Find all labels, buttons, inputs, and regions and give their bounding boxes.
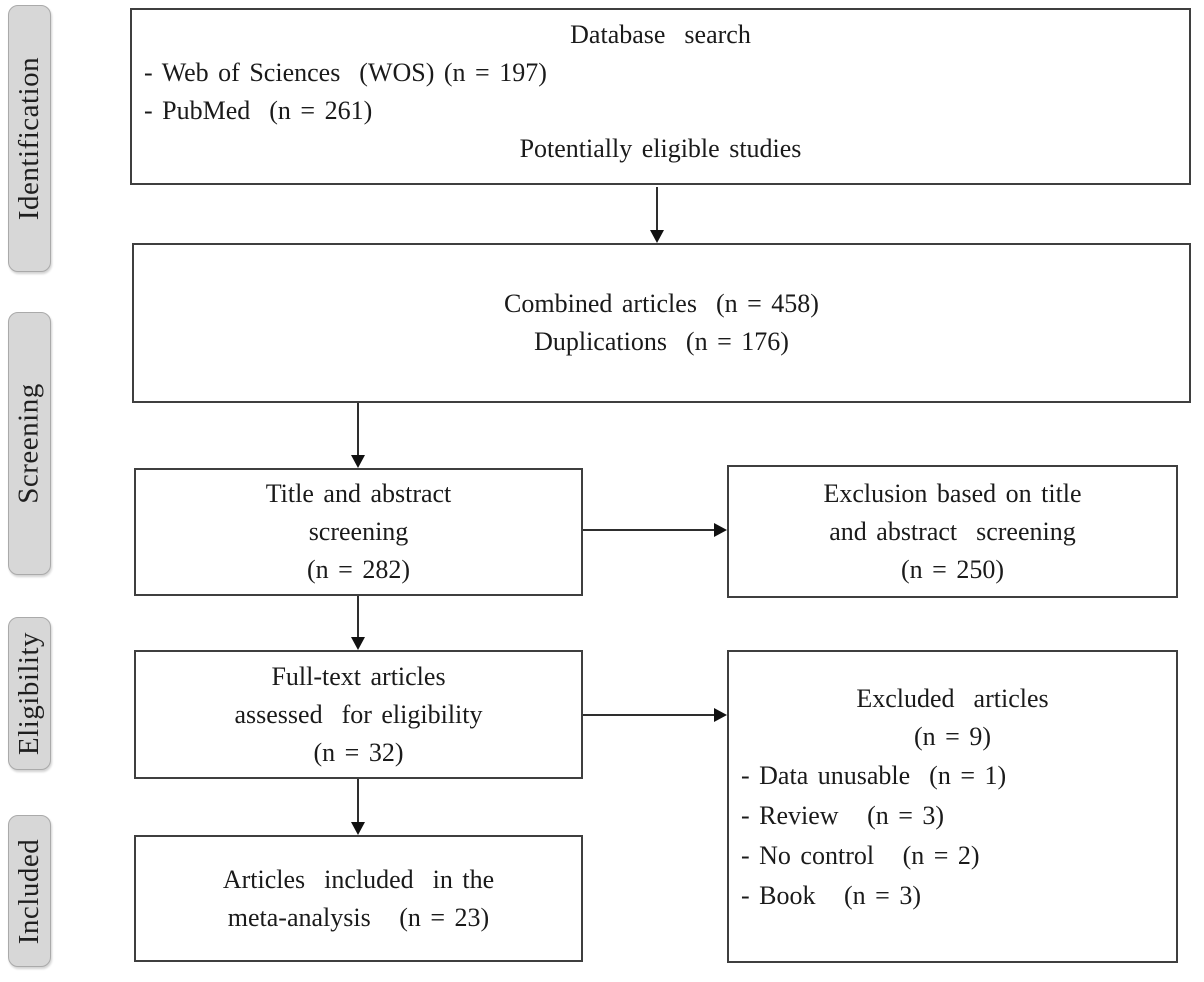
excluded-item-data-unusable: - Data unusable (n = 1)	[741, 761, 1007, 790]
excluded-item-review: - Review (n = 3)	[741, 801, 945, 830]
flow-line-combined-to-screening	[357, 403, 359, 455]
flow-arrowhead-fulltext-to-included	[351, 822, 365, 835]
stage-pill-identification: Identification	[8, 5, 51, 272]
database-search-footer: Potentially eligible studies	[519, 134, 802, 163]
title-abstract-count: (n = 282)	[307, 555, 410, 584]
fulltext-line-1: Full-text articles	[271, 661, 446, 691]
box-included-meta-analysis: Articles included in the meta-analysis (…	[134, 835, 583, 962]
box-excluded-articles: Excluded articles (n = 9) - Data unusabl…	[727, 650, 1178, 963]
flow-arrowhead-screening-to-fulltext	[351, 637, 365, 650]
stage-label-included: Included	[13, 838, 45, 944]
flow-line-fulltext-to-included	[357, 779, 359, 822]
stage-pill-screening: Screening	[8, 312, 51, 575]
included-line-1: Articles included in the	[222, 864, 495, 894]
flow-arrowhead-screening-to-exclusion	[714, 523, 727, 537]
flow-arrowhead-combined-to-screening	[351, 455, 365, 468]
exclusion-count: (n = 250)	[901, 554, 1004, 584]
box-fulltext-eligibility: Full-text articles assessed for eligibil…	[134, 650, 583, 779]
flow-line-screening-to-fulltext	[357, 596, 359, 637]
database-search-title: Database search	[570, 20, 751, 49]
stage-pill-included: Included	[8, 815, 51, 967]
stage-pill-eligibility: Eligibility	[8, 617, 51, 770]
title-abstract-line-2: screening	[308, 517, 409, 546]
included-line-2: meta-analysis (n = 23)	[227, 902, 490, 932]
fulltext-count: (n = 32)	[313, 737, 404, 767]
exclusion-line-2: and abstract screening	[829, 516, 1076, 546]
stage-label-eligibility: Eligibility	[13, 631, 45, 756]
box-combined-articles: Combined articles (n = 458) Duplications…	[132, 243, 1191, 403]
duplications-line: Duplications (n = 176)	[534, 327, 789, 356]
database-search-item-pubmed: - PubMed (n = 261)	[144, 96, 373, 125]
excluded-articles-title: Excluded articles	[856, 684, 1049, 713]
excluded-item-book: - Book (n = 3)	[741, 881, 921, 910]
flow-arrowhead-identification-to-combined	[650, 230, 664, 243]
box-database-search: Database search - Web of Sciences (WOS) …	[130, 8, 1191, 185]
flow-line-identification-to-combined	[656, 187, 658, 231]
flow-line-fulltext-to-excluded	[583, 714, 715, 716]
exclusion-line-1: Exclusion based on title	[823, 478, 1082, 508]
database-search-item-wos: - Web of Sciences (WOS) (n = 197)	[144, 58, 547, 87]
fulltext-line-2: assessed for eligibility	[234, 699, 483, 729]
excluded-item-no-control: - No control (n = 2)	[741, 841, 980, 870]
stage-label-screening: Screening	[13, 383, 45, 504]
flow-arrowhead-fulltext-to-excluded	[714, 708, 727, 722]
combined-articles-line: Combined articles (n = 458)	[504, 289, 819, 318]
excluded-articles-count: (n = 9)	[914, 722, 991, 751]
box-exclusion-title-abstract: Exclusion based on title and abstract sc…	[727, 465, 1178, 598]
box-title-abstract-screening: Title and abstract screening (n = 282)	[134, 468, 583, 596]
stage-label-identification: Identification	[13, 56, 45, 221]
flow-line-screening-to-exclusion	[583, 529, 715, 531]
title-abstract-line-1: Title and abstract	[265, 479, 452, 508]
